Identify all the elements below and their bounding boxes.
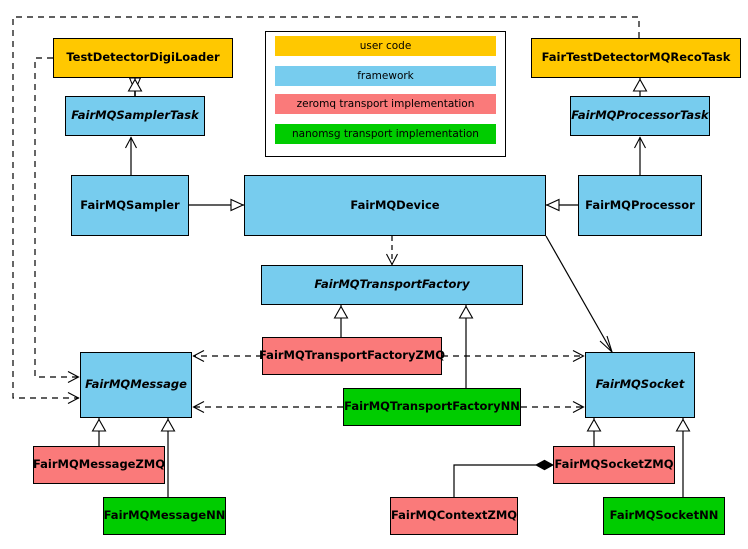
class-node-fairmqprocessortask[interactable]: FairMQProcessorTask xyxy=(570,96,710,136)
class-node-testdetectordigiloader[interactable]: TestDetectorDigiLoader xyxy=(53,38,233,78)
edge-processor-to-device xyxy=(545,198,578,212)
class-node-fairmqprocessor[interactable]: FairMQProcessor xyxy=(578,175,702,236)
class-node-fairmqtransportfactory[interactable]: FairMQTransportFactory xyxy=(261,265,523,305)
edge-factorynn-to-message xyxy=(192,401,343,413)
class-label: FairMQContextZMQ xyxy=(390,508,518,523)
edge-recotask-to-message xyxy=(12,16,640,404)
class-label: FairMQMessageZMQ xyxy=(32,457,166,472)
class-label: FairMQMessage xyxy=(85,377,187,392)
edge-contextzmq-to-socketzmq xyxy=(453,459,555,497)
class-label: FairMQTransportFactoryNN xyxy=(344,399,520,414)
class-node-fairmqsocket[interactable]: FairMQSocket xyxy=(585,352,695,418)
class-label: FairTestDetectorMQRecoTask xyxy=(541,50,731,65)
class-label: FairMQProcessorTask xyxy=(571,108,709,123)
legend-item-user-code: user code xyxy=(275,36,496,56)
legend-item-nanomsg: nanomsg transport implementation xyxy=(275,124,496,144)
class-label: FairMQSamplerTask xyxy=(71,108,199,123)
edge-device-to-socket xyxy=(545,235,614,354)
edge-factorynn-to-socket xyxy=(521,401,585,413)
edge-factoryzmq-to-socket xyxy=(442,350,585,362)
legend-label-framework: framework xyxy=(357,70,414,82)
class-node-fairmqmessagenn[interactable]: FairMQMessageNN xyxy=(103,497,226,535)
legend-label-user-code: user code xyxy=(359,40,412,52)
legend-label-nanomsg: nanomsg transport implementation xyxy=(292,128,479,140)
legend-item-zeromq: zeromq transport implementation xyxy=(275,94,496,114)
class-node-fairtestdetectormqrecotask[interactable]: FairTestDetectorMQRecoTask xyxy=(531,38,741,78)
edge-device-to-transportfactory xyxy=(386,236,398,266)
class-node-fairmqsampler[interactable]: FairMQSampler xyxy=(71,175,189,236)
class-label: FairMQSampler xyxy=(80,197,180,212)
class-node-fairmqmessagezmq[interactable]: FairMQMessageZMQ xyxy=(33,446,165,484)
class-node-fairmqmessage[interactable]: FairMQMessage xyxy=(80,352,192,418)
edge-processor-to-processortask xyxy=(634,136,646,175)
class-node-fairmqcontextzmq[interactable]: FairMQContextZMQ xyxy=(390,497,518,535)
edge-factoryzmq-to-factory xyxy=(333,305,349,337)
edge-socketnn-to-socket xyxy=(675,418,691,497)
edge-messagenn-to-message xyxy=(160,418,176,497)
edge-factoryzmq-to-message xyxy=(192,350,262,362)
edge-messagezmq-to-message xyxy=(91,418,107,446)
legend-item-framework: framework xyxy=(275,66,496,86)
class-label: FairMQSocketNN xyxy=(609,508,719,523)
class-label: FairMQTransportFactory xyxy=(314,277,470,292)
class-node-fairmqdevice[interactable]: FairMQDevice xyxy=(244,175,546,236)
edge-processortask-to-recotask xyxy=(632,78,648,96)
edge-sampler-to-samplertask xyxy=(125,136,137,175)
class-node-fairmqtransportfactoryzmq[interactable]: FairMQTransportFactoryZMQ xyxy=(259,337,446,375)
class-node-fairmqtransportfactorynn[interactable]: FairMQTransportFactoryNN xyxy=(343,388,521,426)
class-node-fairmqsocketzmq[interactable]: FairMQSocketZMQ xyxy=(553,446,675,484)
class-label: TestDetectorDigiLoader xyxy=(66,50,220,65)
class-node-fairmqsamplertask[interactable]: FairMQSamplerTask xyxy=(65,96,205,136)
class-label: FairMQSocket xyxy=(595,377,685,392)
edge-factorynn-to-factory xyxy=(458,305,474,388)
class-label: FairMQMessageNN xyxy=(103,508,226,523)
class-node-fairmqsocketnn[interactable]: FairMQSocketNN xyxy=(603,497,725,535)
class-label: FairMQTransportFactoryZMQ xyxy=(259,348,446,363)
class-label: FairMQProcessor xyxy=(585,197,695,212)
edge-digiloader-to-message xyxy=(34,57,80,383)
class-label: FairMQDevice xyxy=(350,197,440,212)
class-label: FairMQSocketZMQ xyxy=(554,457,674,472)
edge-sampler-to-device xyxy=(189,198,245,212)
legend-label-zeromq: zeromq transport implementation xyxy=(296,98,475,110)
edge-socketzmq-to-socket xyxy=(586,418,602,446)
